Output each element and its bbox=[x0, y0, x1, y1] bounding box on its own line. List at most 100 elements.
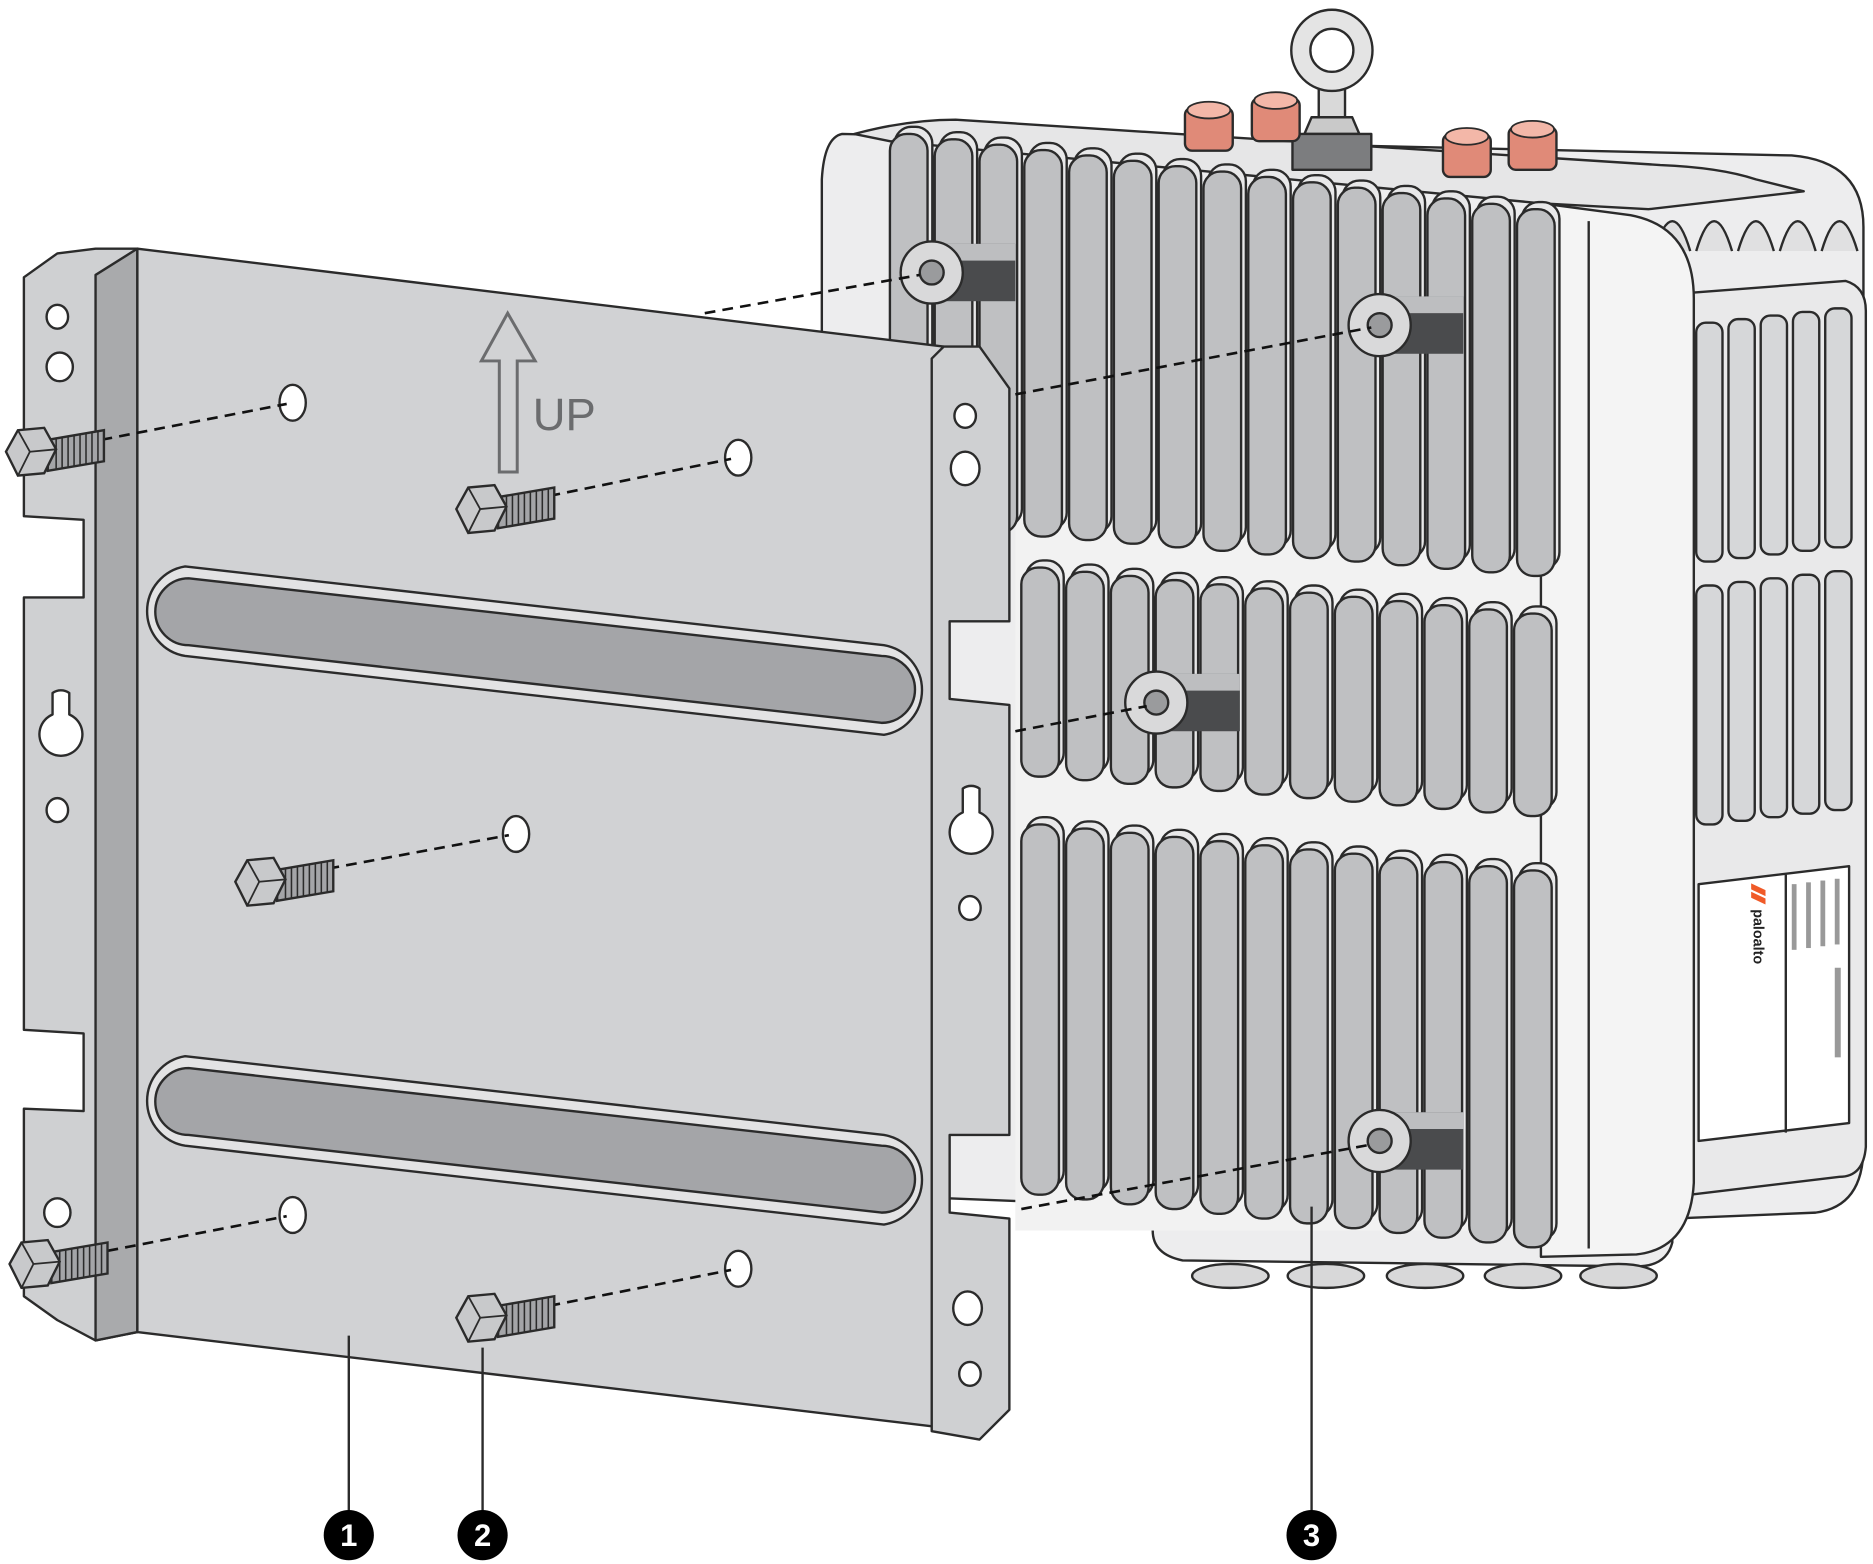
screw-head-edge bbox=[467, 1317, 481, 1343]
label-bar bbox=[1834, 967, 1841, 1058]
svg-text:2: 2 bbox=[474, 1518, 491, 1553]
connector bbox=[1579, 1262, 1658, 1290]
fin bbox=[1067, 154, 1108, 542]
fin bbox=[1064, 570, 1105, 782]
callout-1-bracket: 1 bbox=[323, 1510, 374, 1561]
side-fin bbox=[1695, 321, 1724, 563]
fin bbox=[1288, 591, 1329, 800]
connector bbox=[1286, 1262, 1366, 1290]
screw bbox=[454, 1292, 556, 1343]
fin bbox=[1064, 827, 1105, 1201]
label-bar bbox=[1806, 882, 1811, 949]
screw-head-edge bbox=[17, 429, 31, 453]
fin bbox=[1109, 831, 1150, 1206]
mounting-hole bbox=[501, 814, 531, 854]
alignment-lines bbox=[101, 273, 1372, 1308]
up-label: UP bbox=[533, 389, 596, 440]
screw-head-edge bbox=[246, 859, 260, 883]
paloalto-logo: paloalto bbox=[1750, 883, 1766, 964]
callout-3-device: 3 bbox=[1286, 1510, 1337, 1561]
label-bar bbox=[1791, 884, 1797, 950]
mounting-hole bbox=[953, 402, 978, 430]
keyhole-right bbox=[948, 784, 994, 855]
fin bbox=[1247, 175, 1288, 556]
screw bbox=[454, 483, 556, 535]
fin bbox=[1515, 208, 1556, 578]
bracket-right-flange bbox=[930, 345, 1011, 1441]
side-top-fin bbox=[1820, 220, 1859, 252]
screw-head-edge bbox=[246, 881, 261, 907]
fin bbox=[1333, 852, 1374, 1230]
mounting-hole bbox=[278, 1195, 307, 1235]
standoff-thread-hole bbox=[918, 259, 945, 286]
mounting-hole bbox=[723, 438, 753, 477]
mounting-hole bbox=[45, 796, 70, 824]
red-cap-top bbox=[1186, 100, 1232, 120]
side-fin bbox=[1824, 307, 1853, 549]
screw-head-edge bbox=[480, 505, 507, 510]
fin bbox=[1468, 608, 1509, 814]
screw-head-edge bbox=[467, 508, 481, 534]
red-caps bbox=[1183, 91, 1558, 179]
connector bbox=[1483, 1262, 1563, 1290]
mounting-hole bbox=[45, 351, 75, 383]
fin bbox=[1288, 848, 1329, 1225]
fin bbox=[1426, 197, 1467, 570]
fin bbox=[1333, 595, 1374, 803]
mounting-hole bbox=[723, 1249, 753, 1288]
screw-head-edge bbox=[480, 1314, 507, 1319]
fin bbox=[1471, 202, 1512, 574]
side-fin bbox=[1759, 314, 1789, 556]
logo-text: paloalto bbox=[1750, 909, 1766, 964]
mounting-hole bbox=[958, 894, 982, 922]
mounting-hole bbox=[952, 1290, 984, 1327]
eyebolt bbox=[1290, 8, 1374, 172]
fin bbox=[1336, 186, 1377, 563]
screw-head-edge bbox=[467, 487, 481, 510]
heat-sink-fins-bottom bbox=[1020, 816, 1558, 1249]
screw bbox=[233, 856, 335, 907]
side-fin bbox=[1791, 573, 1821, 815]
svg-text:3: 3 bbox=[1303, 1518, 1320, 1553]
device-label: paloalto bbox=[1697, 865, 1851, 1143]
connector bbox=[1385, 1262, 1465, 1290]
mounting-hole bbox=[278, 383, 307, 422]
screw bbox=[4, 426, 106, 477]
firewall-device: paloalto bbox=[820, 8, 1868, 1290]
heat-sink-fins-top bbox=[888, 125, 1561, 578]
red-cap-top bbox=[1253, 91, 1299, 110]
screw-head-edge bbox=[17, 451, 31, 477]
standoff-thread-hole bbox=[1366, 311, 1393, 339]
callouts: 1 2 3 bbox=[323, 1206, 1337, 1561]
fin bbox=[1244, 587, 1285, 796]
fin bbox=[1202, 170, 1243, 553]
label-bar bbox=[1834, 878, 1840, 945]
screw-head-edge bbox=[467, 1295, 481, 1319]
fin bbox=[1157, 165, 1198, 549]
side-fin bbox=[1695, 584, 1724, 826]
fin bbox=[1512, 869, 1553, 1249]
fin bbox=[1020, 566, 1061, 778]
label-bar bbox=[1820, 880, 1826, 947]
mounting-hole bbox=[958, 1360, 982, 1388]
up-arrow-icon bbox=[478, 310, 538, 474]
mounting-bracket: UP bbox=[22, 247, 1011, 1441]
mounting-hole bbox=[45, 303, 70, 330]
screw-head-edge bbox=[259, 878, 286, 883]
side-top-fin bbox=[1736, 220, 1775, 252]
bottom-connectors bbox=[1190, 1262, 1658, 1290]
side-fin bbox=[1727, 317, 1756, 560]
red-cap-top bbox=[1444, 127, 1490, 146]
side-top-fin bbox=[1778, 220, 1817, 252]
screw-head-edge bbox=[33, 1260, 60, 1265]
side-fin bbox=[1791, 310, 1821, 553]
callout-2-screw: 2 bbox=[457, 1510, 508, 1561]
side-fin bbox=[1727, 580, 1756, 823]
fin bbox=[1378, 599, 1419, 807]
screw bbox=[8, 1238, 109, 1290]
fin bbox=[1423, 604, 1464, 811]
fin bbox=[1468, 865, 1509, 1244]
side-fin bbox=[1824, 569, 1853, 812]
device-front-edge bbox=[1539, 202, 1696, 1259]
